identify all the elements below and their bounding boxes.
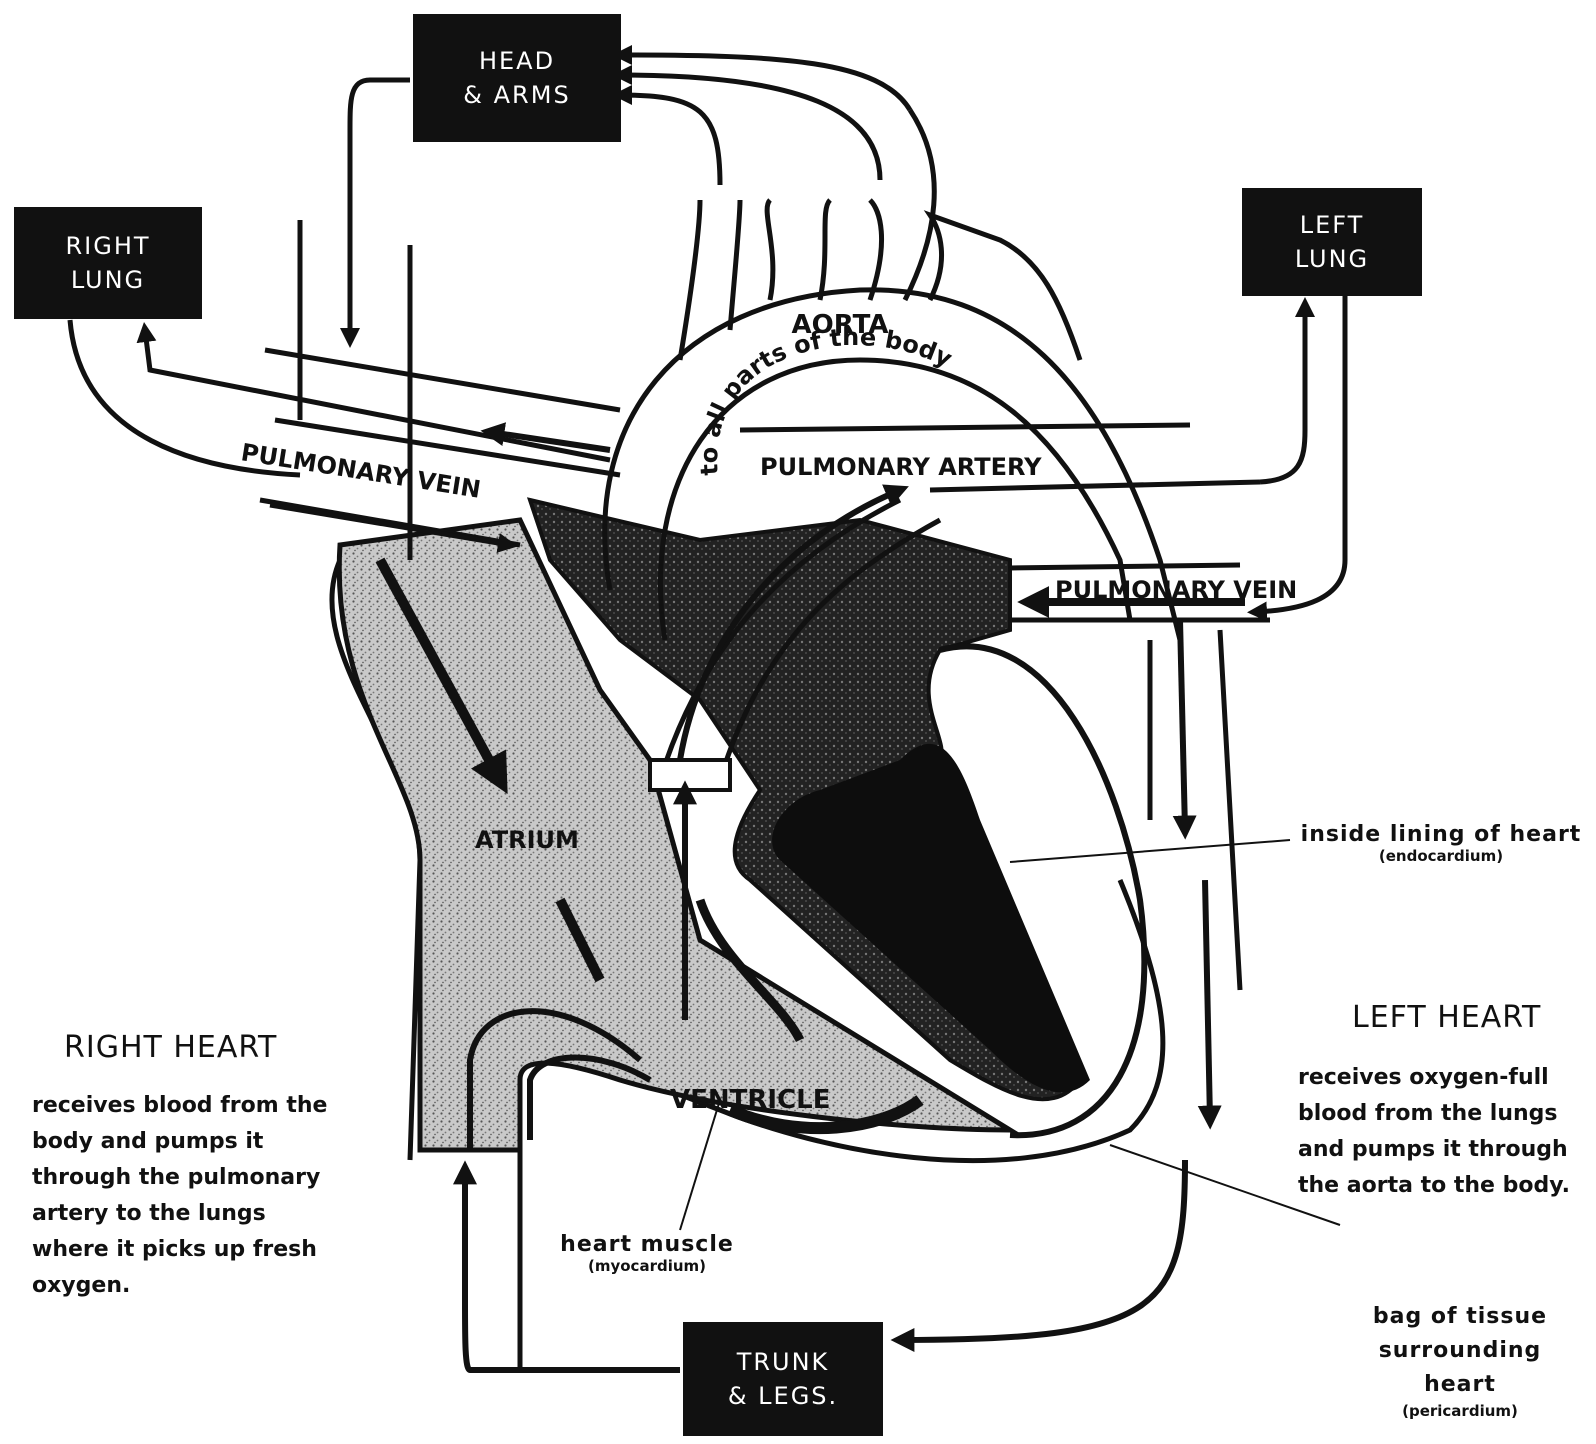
left-heart-title: LEFT HEART (1352, 1000, 1541, 1035)
right-lung-line-1: RIGHT (65, 229, 150, 263)
pericardium-callout: bag of tissue surrounding heart (pericar… (1340, 1300, 1580, 1420)
descending-walls (1150, 630, 1240, 990)
right-heart-line: body and pumps it (32, 1124, 342, 1160)
trunk-legs-line-1: TRUNK (737, 1345, 830, 1379)
pulmonary-vein-left-from-lung (1255, 290, 1345, 612)
right-heart-line: where it picks up fresh (32, 1232, 342, 1268)
head-supply-2 (620, 75, 880, 180)
aorta-branch-3 (870, 110, 934, 300)
myocardium-main: heart muscle (552, 1232, 742, 1257)
pericardium-line-2: surrounding heart (1340, 1334, 1580, 1402)
trunk-legs-line-2: & LEGS. (728, 1379, 838, 1413)
left-heart-description: receives oxygen-full blood from the lung… (1298, 1060, 1594, 1204)
left-heart-line: and pumps it through (1298, 1132, 1594, 1168)
endocardium-sub: (endocardium) (1296, 847, 1586, 865)
right-heart-line: oxygen. (32, 1268, 342, 1304)
pericardium-sub: (pericardium) (1340, 1402, 1580, 1420)
trunk-artery-down (1205, 880, 1210, 1120)
pulmonary-vein-left-label: PULMONARY VEIN (1055, 576, 1297, 604)
left-heart-line: receives oxygen-full (1298, 1060, 1594, 1096)
right-heart-title: RIGHT HEART (64, 1030, 277, 1065)
pulmonary-valve (650, 760, 730, 790)
head-supply-3 (620, 95, 720, 185)
head-arms-line-1: HEAD (479, 44, 555, 78)
left-heart-line: the aorta to the body. (1298, 1168, 1594, 1204)
aorta-branch-2 (767, 200, 830, 300)
myocardium-callout: heart muscle (myocardium) (552, 1232, 742, 1275)
endocardium-leader (1010, 840, 1290, 862)
left-lung-box: LEFT LUNG (1242, 188, 1422, 296)
head-arms-box: HEAD & ARMS (413, 14, 621, 142)
trunk-artery-supply (900, 1160, 1185, 1340)
pulmonary-artery-label: PULMONARY ARTERY (760, 453, 1042, 481)
endocardium-main: inside lining of heart (1296, 822, 1586, 847)
right-heart-line: artery to the lungs (32, 1196, 342, 1232)
right-lung-box: RIGHT LUNG (14, 207, 202, 319)
pulmonary-artery-to-lung (1260, 305, 1305, 482)
atrium-label: ATRIUM (475, 826, 579, 854)
pericardium-line-1: bag of tissue (1340, 1300, 1580, 1334)
descending-aorta-flow (1180, 620, 1185, 830)
right-lung-line-2: LUNG (71, 263, 145, 297)
trunk-legs-box: TRUNK & LEGS. (683, 1322, 883, 1436)
pulmonary-artery-wall-top (740, 425, 1190, 430)
myocardium-sub: (myocardium) (552, 1257, 742, 1275)
left-heart-line: blood from the lungs (1298, 1096, 1594, 1132)
head-arms-line-2: & ARMS (463, 78, 570, 112)
right-heart-line: receives blood from the (32, 1088, 342, 1124)
right-heart-description: receives blood from the body and pumps i… (32, 1088, 342, 1304)
left-lung-line-1: LEFT (1300, 208, 1365, 242)
head-supply-1 (620, 55, 910, 110)
aorta-branch-4 (930, 215, 1080, 360)
ventricle-label: VENTRICLE (670, 1085, 830, 1115)
pulmonary-artery-wall-bottom (930, 482, 1260, 490)
myocardium-leader (680, 1100, 720, 1230)
left-lung-line-2: LUNG (1295, 242, 1369, 276)
right-heart-line: through the pulmonary (32, 1160, 342, 1196)
head-return-vein (350, 80, 410, 340)
endocardium-callout: inside lining of heart (endocardium) (1296, 822, 1586, 865)
